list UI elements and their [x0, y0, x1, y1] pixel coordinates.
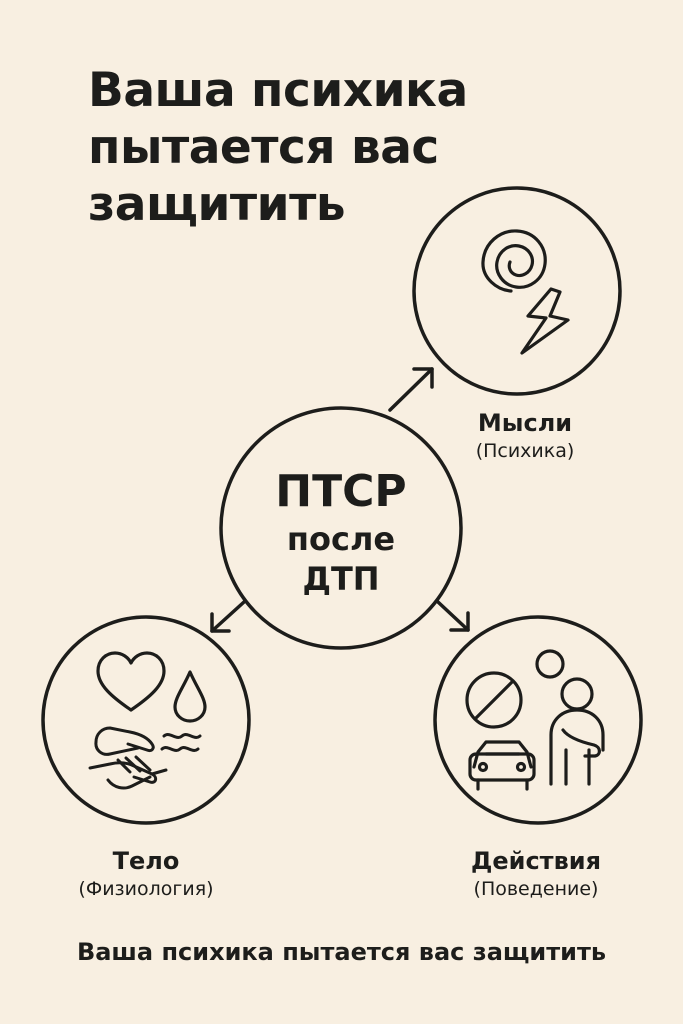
center-line-3: ДТП — [302, 560, 380, 598]
arrow-to-actions — [436, 600, 470, 632]
title-line-2: пытается вас — [88, 120, 439, 175]
center-line-2: после — [286, 520, 396, 558]
wave-icon — [160, 733, 202, 752]
actions-circle — [433, 615, 643, 825]
actions-label-sub: (Поведение) — [473, 878, 599, 900]
thoughts-label-sub: (Психика) — [475, 440, 575, 462]
title-line-3: защитить — [88, 177, 346, 232]
center-line-1: ПТСР — [275, 466, 407, 517]
footer-caption: Ваша психика пытается вас защитить — [76, 938, 607, 966]
body-label: Тело (Физиология) — [31, 846, 261, 902]
person-icon — [549, 677, 605, 786]
center-label: ПТСР после ДТП — [223, 465, 459, 599]
spiral-icon — [481, 229, 547, 293]
thoughts-circle — [412, 186, 622, 396]
title-line-1: Ваша психика — [88, 63, 468, 118]
thoughts-label: Мысли (Психика) — [410, 408, 640, 464]
center-circle — [219, 406, 463, 650]
heart-icon — [96, 651, 166, 712]
arrow-to-thoughts — [388, 367, 434, 412]
arrow-to-body — [210, 600, 246, 633]
actions-label: Действия (Поведение) — [421, 846, 651, 902]
thoughts-label-main: Мысли — [477, 409, 573, 437]
body-label-main: Тело — [112, 847, 180, 875]
actions-label-main: Действия — [470, 847, 602, 875]
body-label-sub: (Физиология) — [78, 878, 214, 900]
lightning-icon — [520, 287, 570, 355]
body-circle — [41, 615, 251, 825]
car-icon — [468, 740, 536, 791]
prohibited-icon — [465, 671, 523, 729]
small-circle-icon — [535, 649, 565, 679]
drop-icon — [173, 670, 207, 723]
page-title: Ваша психика пытается вас защитить — [88, 62, 468, 233]
hand-icon — [88, 726, 168, 790]
